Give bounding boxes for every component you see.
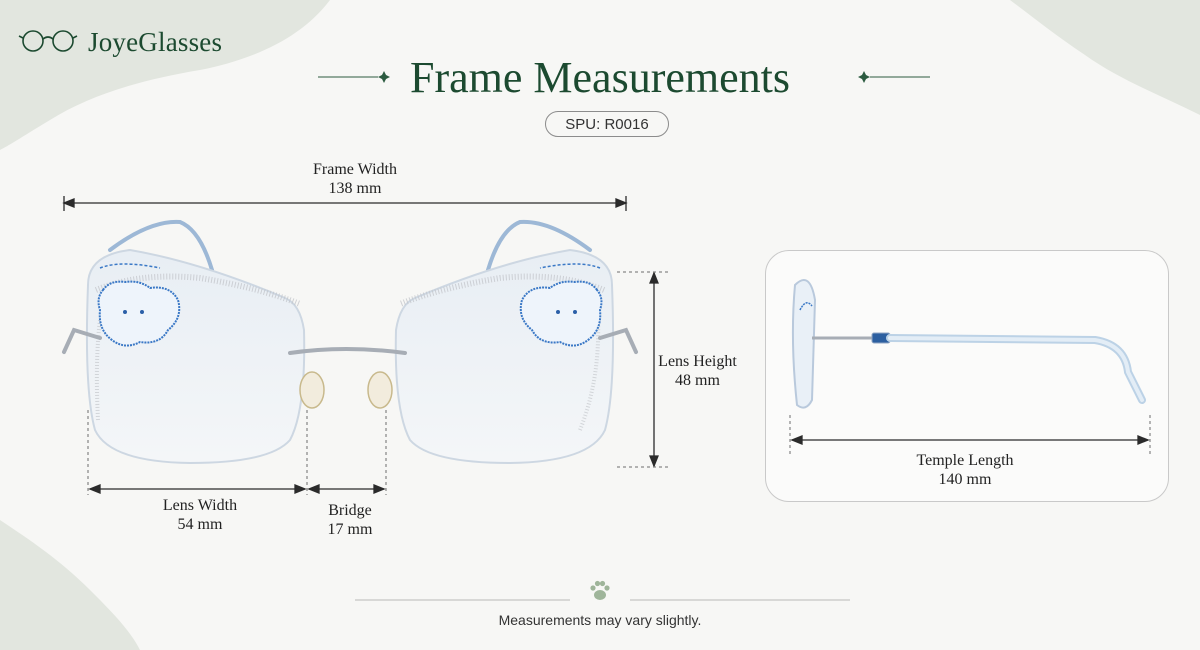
right-lens [394, 248, 615, 465]
front-temples [108, 219, 592, 272]
paw-icon [587, 578, 613, 608]
brand-name: JoyeGlasses [88, 26, 223, 57]
lens-width-value: 54 mm [177, 516, 223, 533]
footer-note: Measurements may vary slightly. [498, 612, 702, 628]
measurement-guides [87, 271, 1151, 495]
left-lens [85, 248, 306, 465]
frame-width-label: Frame Width 138 mm [290, 160, 420, 198]
page-title: Frame Measurements [410, 53, 790, 102]
temple-length-title: Temple Length [916, 452, 1014, 469]
temple-length-label: Temple Length 140 mm [900, 451, 1030, 489]
temple-length-value: 140 mm [938, 471, 992, 488]
bridge-piece [62, 327, 638, 355]
frame-width-title: Frame Width [313, 161, 397, 178]
lens-height-value: 48 mm [675, 372, 720, 389]
bridge-value: 17 mm [327, 521, 373, 538]
glasses-icon [18, 26, 78, 58]
spu-badge: SPU: R0016 [545, 111, 669, 137]
side-view-panel [765, 250, 1169, 502]
lens-width-label: Lens Width 54 mm [135, 496, 265, 534]
lens-height-title: Lens Height [658, 353, 737, 370]
side-view-glasses [791, 279, 1146, 409]
measurement-lines [62, 196, 1150, 494]
lens-height-label: Lens Height 48 mm [650, 352, 745, 390]
lens-width-title: Lens Width [162, 497, 238, 514]
nose-pads [299, 371, 393, 409]
brand-logo[interactable]: JoyeGlasses [18, 26, 222, 58]
bridge-label: Bridge 17 mm [305, 501, 395, 539]
frame-width-value: 138 mm [328, 180, 382, 197]
bridge-title: Bridge [328, 502, 372, 519]
